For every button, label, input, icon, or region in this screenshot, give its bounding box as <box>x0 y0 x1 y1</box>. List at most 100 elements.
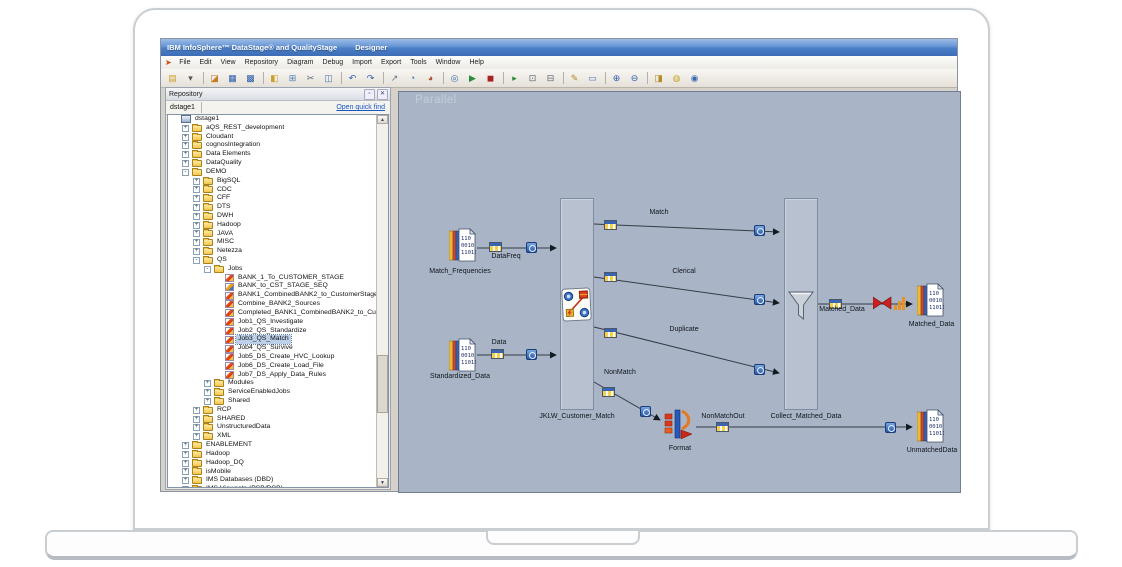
annotation-icon[interactable]: ✎ <box>563 70 583 86</box>
link-columns-icon[interactable] <box>602 387 615 397</box>
tree-expander-icon[interactable]: + <box>193 248 200 256</box>
link-columns-icon[interactable] <box>829 299 842 309</box>
scrollbar-thumb[interactable] <box>377 355 388 413</box>
tree-item[interactable]: + aQS_REST_development <box>168 123 388 133</box>
tree-expander-icon[interactable]: + <box>182 133 189 141</box>
tree-item[interactable]: BANK_1_To_CUSTOMER_STAGE <box>168 274 388 283</box>
menu-item[interactable]: Import <box>352 59 372 66</box>
tree-item[interactable]: + CFF <box>168 194 388 203</box>
tree-item[interactable]: + IMS Viewsets (PSB/PCB) <box>168 485 388 487</box>
help-icon[interactable]: ◉ <box>690 72 699 83</box>
tree-expander-icon[interactable] <box>171 116 178 123</box>
tree-expander-icon[interactable]: + <box>182 151 189 159</box>
tree-item[interactable]: dstage1 <box>168 115 388 124</box>
construct-container-icon[interactable]: ↗ <box>383 70 403 86</box>
tree-expander-icon[interactable]: + <box>182 142 189 150</box>
tree-item[interactable]: + Hadoop_DQ <box>168 458 388 468</box>
tree-expander-icon[interactable]: + <box>193 204 200 212</box>
open-quick-find-link[interactable]: Open quick find <box>336 104 385 111</box>
tree-expander-icon[interactable]: - <box>193 256 200 264</box>
tree-expander-icon[interactable] <box>215 275 222 282</box>
new-dropdown-icon[interactable]: ▾ <box>188 72 193 83</box>
tree-expander-icon[interactable]: + <box>193 177 200 185</box>
link-columns-icon[interactable] <box>489 242 502 252</box>
tree-item[interactable]: + Modules <box>168 379 388 388</box>
tree-expander-icon[interactable]: + <box>193 433 200 441</box>
tree-item[interactable]: Job5_DS_Create_HVC_Lookup <box>168 353 388 362</box>
dataset-icon-standardized-data[interactable]: 110 0010 11011 <box>449 338 476 373</box>
tree-expander-icon[interactable] <box>215 363 222 370</box>
tree-expander-icon[interactable] <box>215 310 222 317</box>
menu-item[interactable]: View <box>220 59 236 66</box>
tree-expander-icon[interactable]: + <box>204 397 211 405</box>
palette-icon[interactable]: ◍ <box>672 72 681 83</box>
link-columns-icon[interactable] <box>604 272 617 282</box>
tree-item[interactable]: + ServiceEnabledJobs <box>168 388 388 397</box>
redo-icon[interactable]: ↷ <box>366 72 375 83</box>
tree-item[interactable]: + Cloudant <box>168 132 388 142</box>
tree-expander-icon[interactable]: + <box>193 415 200 423</box>
tree-item[interactable]: Job2_QS_Standardize <box>168 327 388 336</box>
tree-expander-icon[interactable]: + <box>193 406 200 414</box>
scroll-up-icon[interactable]: ▲ <box>377 115 388 124</box>
menu-item[interactable]: Diagram <box>287 59 314 66</box>
tree-item[interactable]: + ENABLEMENT <box>168 440 388 450</box>
tree-expander-icon[interactable] <box>215 292 222 299</box>
tree-expander-icon[interactable]: + <box>182 441 189 449</box>
tree-expander-icon[interactable]: + <box>182 159 189 167</box>
tree-expander-icon[interactable]: + <box>193 424 200 432</box>
tree-item[interactable]: + CDC <box>168 185 388 195</box>
open-icon[interactable]: ◪ <box>203 70 223 86</box>
project-selector[interactable]: dstage1 <box>166 102 202 113</box>
link-columns-icon[interactable] <box>604 328 617 338</box>
tree-expander-icon[interactable]: + <box>182 486 189 487</box>
tree-expander-icon[interactable] <box>215 319 222 326</box>
tree-expander-icon[interactable] <box>215 371 222 378</box>
tree-item[interactable]: + BigSQL <box>168 176 388 186</box>
tree-expander-icon[interactable]: + <box>204 380 211 388</box>
tree-expander-icon[interactable]: + <box>193 212 200 220</box>
tree-item[interactable]: Job4_QS_Survive <box>168 344 388 353</box>
run-icon[interactable]: ▶ <box>469 72 476 83</box>
tree-item[interactable]: + DWH <box>168 211 388 221</box>
tree-item[interactable]: + JAVA <box>168 229 388 239</box>
tree-expander-icon[interactable]: + <box>193 230 200 238</box>
tree-item[interactable]: + Hadoop <box>168 220 388 230</box>
menu-item[interactable]: Export <box>381 59 402 66</box>
container-icon[interactable]: ▭ <box>588 72 597 83</box>
tree-item[interactable]: BANK_to_CST_STAGE_SEQ <box>168 282 388 291</box>
tree-expander-icon[interactable] <box>215 327 222 334</box>
menu-item[interactable]: Help <box>469 59 484 66</box>
print-icon[interactable]: ◨ <box>647 70 667 86</box>
tree-item[interactable]: Completed_BANK1_CombinedBANK2_to_Custome… <box>168 309 388 318</box>
tree-item[interactable]: + Netezza <box>168 247 388 256</box>
job-canvas[interactable]: Parallel <box>398 91 961 493</box>
tree-item[interactable]: + isMobile <box>168 467 388 477</box>
menu-item[interactable]: Tools <box>410 59 427 66</box>
multiple-job-compile-icon[interactable]: ▸ <box>503 70 523 86</box>
link-marking-icon[interactable]: ⊞ <box>288 72 297 83</box>
tree-expander-icon[interactable] <box>215 283 222 290</box>
dataset-icon-match-frequencies[interactable]: 110 0010 11011 <box>449 228 476 263</box>
tree-expander-icon[interactable]: + <box>193 186 200 194</box>
menu-item[interactable]: File <box>179 59 191 66</box>
tree-item[interactable]: - DEMO <box>168 167 388 177</box>
tree-item[interactable]: Job1_QS_Investigate <box>168 318 388 327</box>
tree-expander-icon[interactable]: + <box>182 450 189 458</box>
link-columns-icon[interactable] <box>604 220 617 230</box>
tree-expander-icon[interactable]: + <box>182 124 189 132</box>
tree-item[interactable]: + Hadoop <box>168 449 388 459</box>
tree-item[interactable]: + SHARED <box>168 414 388 424</box>
tree-item[interactable]: + cognosIntegration <box>168 141 388 150</box>
tree-item[interactable]: + MISC <box>168 238 388 247</box>
copy-icon[interactable]: ◫ <box>324 72 333 83</box>
tree-item[interactable]: - Jobs <box>168 264 388 274</box>
tree-expander-icon[interactable]: + <box>182 477 189 485</box>
tree-item[interactable]: + IMS Databases (DBD) <box>168 476 388 485</box>
zoom-in-icon[interactable]: ⊕ <box>605 70 625 86</box>
job-properties-icon[interactable]: ◧ <box>263 70 283 86</box>
tree-item[interactable]: + DataQuality <box>168 158 388 168</box>
tree-scrollbar[interactable]: ▲ ▼ <box>376 115 388 487</box>
undo-icon[interactable]: ↶ <box>341 70 361 86</box>
tree-expander-icon[interactable] <box>215 345 222 352</box>
